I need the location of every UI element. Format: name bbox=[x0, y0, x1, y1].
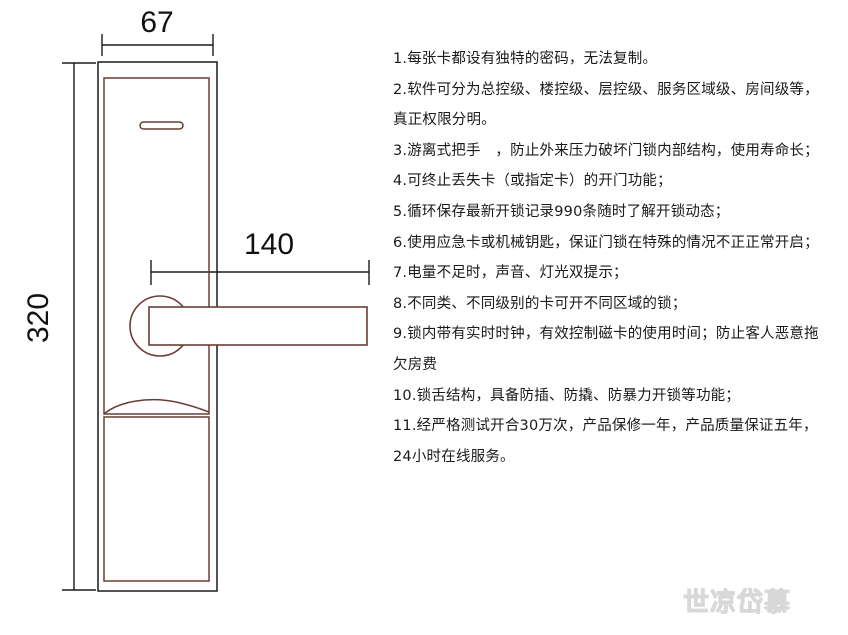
handle-length-label: 140 bbox=[244, 228, 294, 261]
feature-item: 2.软件可分为总控级、楼控级、层控级、服务区域级、房间级等，真正权限分明。 bbox=[393, 81, 819, 129]
width-dimension bbox=[101, 34, 214, 56]
feature-item: 4.可终止丢失卡（或指定卡）的开门功能； bbox=[393, 173, 672, 190]
height-dimension bbox=[62, 62, 96, 591]
handle-dimension bbox=[150, 260, 370, 285]
lock-body bbox=[97, 61, 218, 592]
feature-item: 6.使用应急卡或机械钥匙，保证门锁在特殊的情况不正正常开启； bbox=[393, 234, 819, 251]
card-slot bbox=[139, 121, 184, 130]
feature-item: 1.每张卡都设有独特的密码，无法复制。 bbox=[393, 51, 658, 67]
feature-item: 9.锁内带有实时时钟，有效控制磁卡的使用时间；防止客人恶意拖欠房费 bbox=[393, 326, 819, 373]
feature-item: 5.循环保存最新开锁记录990条随时了解开锁动态； bbox=[393, 203, 730, 220]
feature-item: 7.电量不足时，声音、灯光双提示； bbox=[393, 265, 628, 282]
width-label: 67 bbox=[140, 6, 173, 39]
feature-list: 1.每张卡都设有独特的密码，无法复制。 2.软件可分为总控级、楼控级、层控级、服… bbox=[393, 44, 823, 472]
feature-item: 8.不同类、不同级别的卡可开不同区域的锁； bbox=[393, 295, 687, 312]
watermark: 世凉岱慕 bbox=[682, 588, 792, 619]
feature-item: 10.锁舌结构，具备防插、防撬、防暴力开锁等功能； bbox=[393, 387, 741, 404]
lever-handle bbox=[148, 306, 368, 346]
height-label: 320 bbox=[22, 293, 55, 343]
feature-item: 11.经严格测试开合30万次，产品保修一年，产品质量保证五年，24小时在线服务。 bbox=[393, 418, 818, 465]
feature-item: 3.游离式把手 ，防止外来压力破坏门锁内部结构，使用寿命长； bbox=[393, 142, 819, 159]
